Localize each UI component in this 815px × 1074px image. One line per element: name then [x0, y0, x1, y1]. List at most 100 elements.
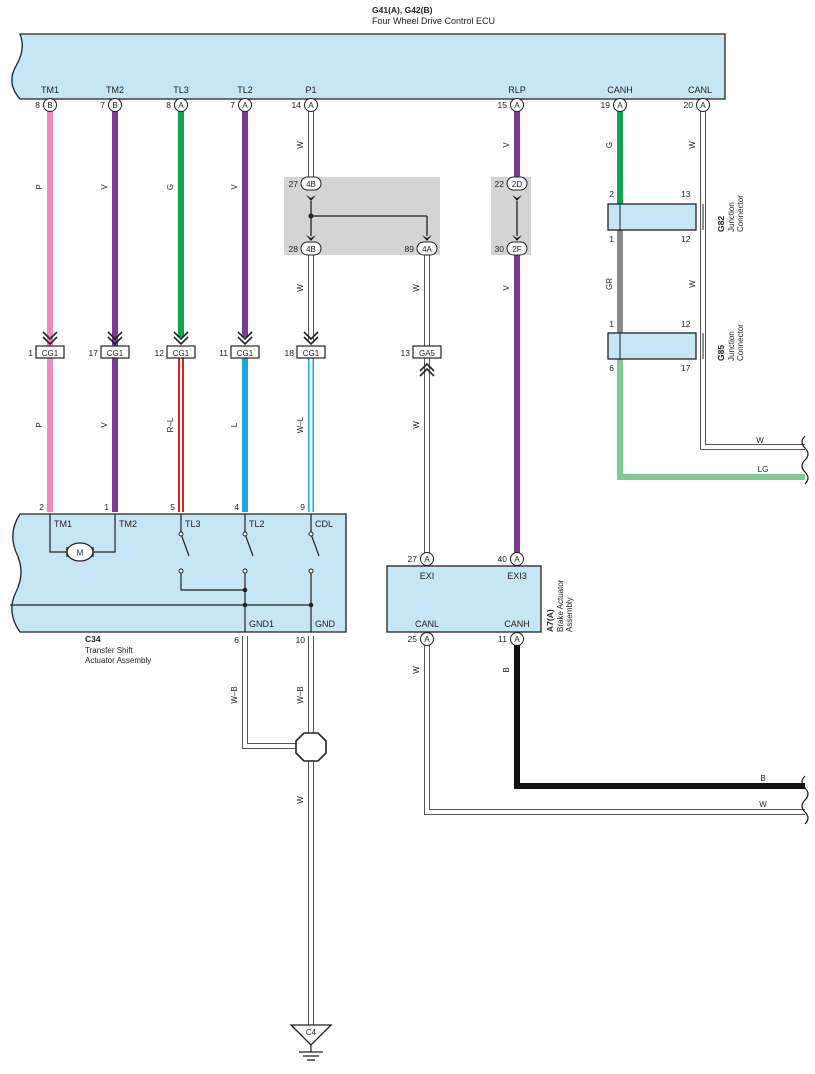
ga5-connector: 13 GA5 [401, 345, 442, 377]
svg-text:12: 12 [681, 234, 691, 244]
svg-text:27: 27 [408, 554, 418, 564]
svg-text:W: W [412, 421, 421, 429]
svg-text:G: G [166, 184, 175, 190]
svg-text:RLP: RLP [508, 85, 526, 95]
svg-text:A: A [308, 101, 314, 110]
svg-text:CG1: CG1 [42, 349, 59, 358]
ground-wire-labels: W–B W–B W [230, 686, 305, 803]
wire-brake-canl [424, 643, 805, 815]
svg-text:14: 14 [292, 100, 302, 110]
ground-symbol: C4 [289, 1024, 333, 1061]
svg-text:A: A [514, 101, 520, 110]
svg-text:V: V [230, 184, 239, 190]
svg-text:W: W [759, 800, 767, 809]
svg-text:A: A [617, 101, 623, 110]
svg-text:GA5: GA5 [419, 349, 436, 358]
svg-text:1: 1 [28, 348, 33, 358]
svg-text:W: W [296, 141, 305, 149]
svg-text:Connector: Connector [736, 195, 745, 232]
svg-text:B: B [112, 101, 117, 110]
svg-text:20: 20 [684, 100, 694, 110]
ecu-pin-canl: 20 A [684, 98, 710, 112]
svg-text:GR: GR [605, 278, 614, 290]
svg-text:A7(A): A7(A) [545, 609, 555, 632]
svg-text:4: 4 [234, 502, 239, 512]
svg-text:W: W [688, 141, 697, 149]
svg-text:1: 1 [609, 319, 614, 329]
svg-text:GND: GND [315, 619, 336, 629]
svg-text:TM1: TM1 [41, 85, 59, 95]
svg-text:11: 11 [498, 634, 507, 644]
brake-label: A7(A) Brake Actuator Assembly [545, 579, 574, 632]
svg-text:TL2: TL2 [237, 85, 253, 95]
svg-text:15: 15 [498, 100, 508, 110]
brake-pin-markers: 27 A 40 A 25 A 11 A [408, 552, 524, 646]
actuator-box: 2 1 5 4 9 TM1 TM2 TL3 TL2 CDL M GND1 GND [10, 502, 347, 645]
svg-text:CANH: CANH [504, 619, 530, 629]
ecu-pin-tl2: 7 A [230, 98, 252, 112]
svg-text:17: 17 [681, 363, 691, 373]
svg-text:TM1: TM1 [54, 519, 72, 529]
svg-text:Assembly: Assembly [565, 597, 574, 632]
svg-text:2F: 2F [512, 245, 521, 254]
upper-wire-labels: P V G V W W V G W W V [35, 141, 697, 292]
svg-text:A: A [514, 635, 520, 644]
ground-code: C4 [306, 1028, 317, 1037]
svg-text:9: 9 [300, 502, 305, 512]
svg-text:2: 2 [39, 502, 44, 512]
svg-text:CANL: CANL [415, 619, 439, 629]
svg-text:EXI3: EXI3 [507, 571, 527, 581]
svg-text:V: V [502, 285, 511, 291]
svg-text:CDL: CDL [315, 519, 333, 529]
brake-wire-labels: W B [412, 666, 511, 674]
lower-wire-labels: P V R–L L W–L W [35, 416, 421, 433]
cg1-connectors: 1 CG1 17 CG1 12 CG1 11 CG1 18 CG1 [28, 331, 442, 377]
svg-text:W–B: W–B [230, 686, 239, 703]
svg-text:27: 27 [289, 179, 299, 189]
svg-text:7: 7 [230, 100, 235, 110]
svg-text:A: A [700, 101, 706, 110]
svg-text:W: W [412, 666, 421, 674]
svg-text:W–L: W–L [296, 416, 305, 433]
ecu-code: G41(A), G42(B) [372, 5, 433, 15]
svg-text:TM2: TM2 [106, 85, 124, 95]
cg1-p1: 18 CG1 [285, 331, 326, 359]
svg-text:V: V [502, 142, 511, 148]
svg-text:18: 18 [285, 348, 295, 358]
svg-text:P: P [35, 184, 44, 189]
junction-block-4b: 27 4B 28 4B 89 4A [284, 176, 440, 256]
svg-text:Brake Actuator: Brake Actuator [556, 579, 565, 632]
svg-text:TL3: TL3 [185, 519, 201, 529]
svg-text:22: 22 [495, 179, 505, 189]
ecu-pin-rlp: 15 A [498, 98, 524, 112]
svg-text:G: G [605, 142, 614, 148]
ecu-pin-tm1: 8 B [35, 98, 57, 112]
svg-text:Junction: Junction [727, 331, 736, 361]
svg-text:Transfer Shift: Transfer Shift [85, 646, 133, 655]
svg-text:12: 12 [155, 348, 165, 358]
svg-text:A: A [424, 555, 430, 564]
svg-text:W–B: W–B [296, 686, 305, 703]
svg-text:A: A [242, 101, 248, 110]
cg1-tm2: 17 CG1 [89, 331, 130, 359]
svg-text:CG1: CG1 [237, 349, 254, 358]
svg-text:P: P [35, 422, 44, 427]
svg-text:2: 2 [609, 189, 614, 199]
svg-text:40: 40 [498, 554, 508, 564]
wire-brake-canh [514, 643, 805, 789]
ecu-pin-names: TM1 TM2 TL3 TL2 P1 RLP CANH CANL [41, 85, 712, 95]
svg-text:4B: 4B [306, 180, 316, 189]
svg-text:CG1: CG1 [173, 349, 190, 358]
brake-actuator-box: EXI EXI3 CANL CANH [386, 565, 542, 633]
svg-text:Junction: Junction [727, 202, 736, 232]
svg-text:TL2: TL2 [249, 519, 265, 529]
svg-text:CANH: CANH [607, 85, 633, 95]
wire-canh-lg [617, 357, 805, 480]
svg-text:4B: 4B [306, 245, 316, 254]
svg-text:19: 19 [601, 100, 611, 110]
svg-text:CANL: CANL [688, 85, 712, 95]
svg-text:R–L: R–L [166, 417, 175, 432]
svg-text:GND1: GND1 [249, 619, 274, 629]
svg-text:28: 28 [289, 244, 299, 254]
